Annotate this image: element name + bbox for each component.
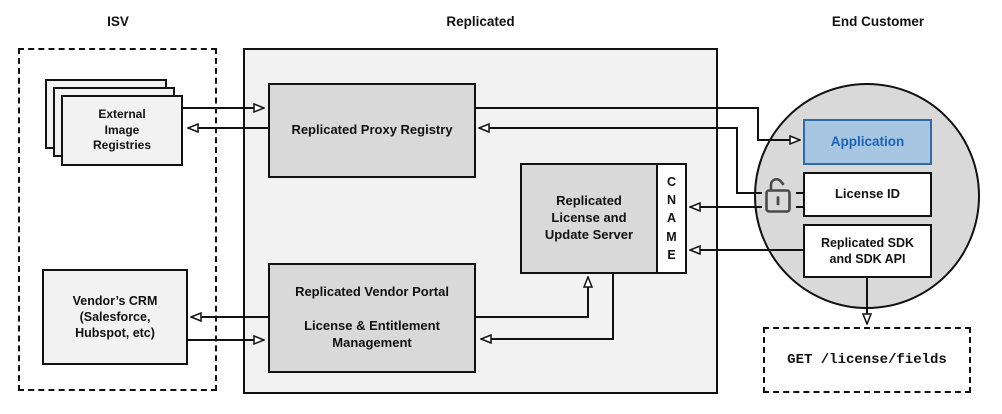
isv-container — [18, 48, 217, 391]
node-license-id: License ID — [803, 172, 932, 217]
section-label-isv: ISV — [107, 14, 129, 29]
node-vendors-crm: Vendor’s CRM (Salesforce, Hubspot, etc) — [42, 269, 188, 365]
edge-proxy-to-application — [476, 107, 800, 140]
edge-server-to-portal — [481, 274, 614, 339]
padlock-icon — [762, 178, 796, 215]
node-replicated-sdk: Replicated SDK and SDK API — [803, 224, 932, 278]
section-label-replicated: Replicated — [446, 14, 515, 29]
node-application: Application — [803, 119, 932, 165]
node-replicated-vendor-portal: Replicated Vendor Portal License & Entit… — [268, 263, 476, 373]
get-license-fields-box: GET /license/fields — [763, 327, 971, 393]
node-external-image-registries: External Image Registries — [61, 95, 183, 166]
node-license-update-server: Replicated License and Update Server — [520, 163, 658, 274]
cname-strip: C N A M E — [656, 163, 687, 274]
section-label-end-customer: End Customer — [831, 14, 925, 29]
node-replicated-proxy-registry: Replicated Proxy Registry — [268, 83, 476, 178]
edge-portal-to-server — [476, 277, 588, 318]
